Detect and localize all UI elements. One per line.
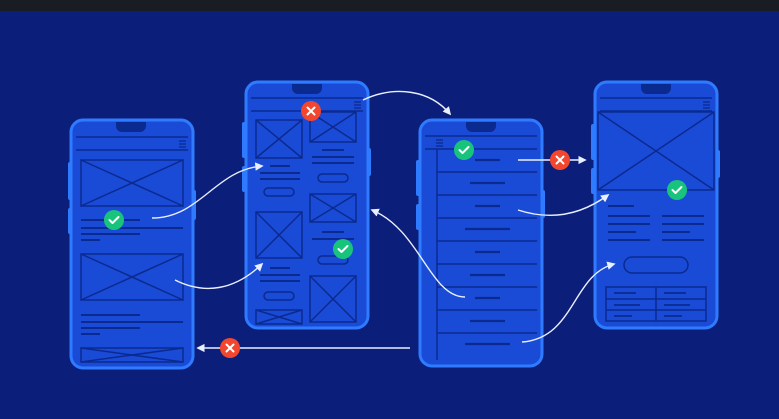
image-placeholder (80, 159, 184, 207)
text-lines (81, 219, 183, 241)
check-icon (667, 180, 687, 200)
pill-button (263, 187, 295, 197)
phone-3-notch (466, 122, 496, 132)
pill-button (263, 291, 295, 301)
text-lines (260, 231, 354, 282)
cross-icon (550, 150, 570, 170)
arrow-phone3-to-phone4-bottom (521, 261, 616, 343)
image-placeholder (255, 119, 303, 159)
arrow-phone1-to-phone2-bottom (174, 262, 264, 290)
hamburger-icon (436, 139, 443, 147)
image-placeholder (309, 275, 357, 323)
image-placeholder (255, 309, 303, 325)
phone-1-notch (116, 122, 146, 132)
phone-4 (591, 80, 720, 330)
arrow-phone3-to-phone4-middle (517, 194, 610, 216)
check-icon (333, 239, 353, 259)
phone-4-notch (641, 84, 671, 94)
check-icon (104, 210, 124, 230)
arrow-phone1-to-phone2-top (151, 162, 264, 219)
arrow-phone2-to-phone3 (362, 90, 452, 116)
text-lines (608, 205, 704, 241)
phone-3-body (418, 118, 544, 368)
cross-icon (301, 101, 321, 121)
flow-arrows (151, 90, 616, 353)
phone-1 (68, 118, 196, 370)
text-lines (81, 314, 183, 335)
image-placeholder (80, 347, 184, 363)
hamburger-icon (703, 101, 710, 109)
phone-2-body (244, 80, 370, 330)
hamburger-icon (179, 140, 186, 148)
check-icon (454, 140, 474, 160)
phone-2 (242, 80, 371, 330)
hamburger-icon (354, 101, 361, 109)
phone-3 (416, 118, 545, 368)
image-placeholder (255, 211, 303, 259)
table-text (614, 292, 690, 317)
text-lines (260, 149, 354, 180)
menu-list (437, 158, 537, 346)
table-placeholder (605, 286, 707, 322)
phone-2-notch (292, 84, 322, 94)
pill-button (317, 255, 349, 265)
image-placeholder (309, 193, 357, 223)
primary-button-placeholder (623, 256, 689, 274)
arrow-phone3-to-phone2 (370, 208, 466, 298)
window-top-bar (0, 0, 779, 11)
cross-icon (220, 338, 240, 358)
hero-image-placeholder (597, 111, 715, 191)
image-placeholder (80, 253, 184, 301)
phone-1-body (69, 118, 195, 370)
pill-button (317, 173, 349, 183)
phone-4-body (593, 80, 719, 330)
